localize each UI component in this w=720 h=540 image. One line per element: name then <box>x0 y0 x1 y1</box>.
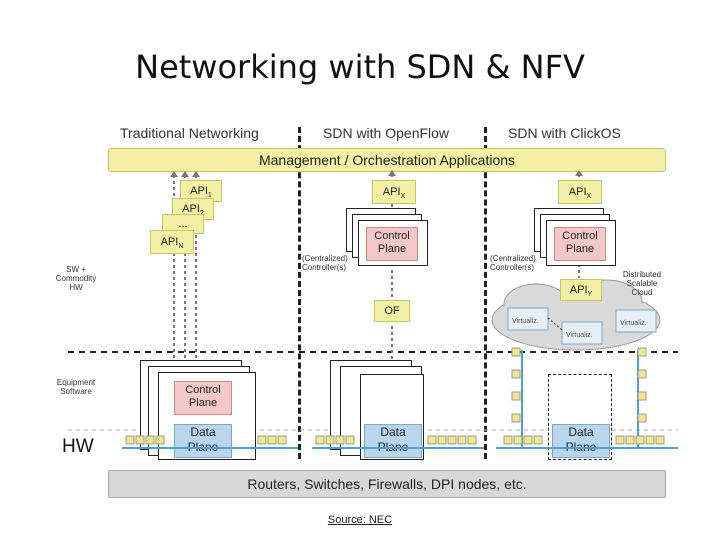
api-n-sub: N <box>178 243 184 251</box>
clickos-api-x-sub: X <box>586 193 592 201</box>
clickos-api-y-label: API <box>569 284 588 296</box>
openflow-api-x-label: API <box>382 186 401 198</box>
cloud-virt-2: Virtualiz. <box>566 332 593 339</box>
cloud-virt-1: Virtualiz. <box>512 318 539 325</box>
openflow-ports <box>312 435 484 449</box>
hw-label: HW <box>62 436 94 457</box>
openflow-of-box: OF <box>374 300 410 322</box>
api-1-sub: 1 <box>207 192 212 200</box>
clickos-api-x-label: API <box>568 186 587 198</box>
api-2-label: API <box>182 203 200 215</box>
cloud-icon <box>491 279 661 351</box>
clickos-controller-label: (Centralized) Controller(s) <box>490 254 536 272</box>
sw-hw-divider <box>68 351 678 353</box>
openflow-control-plane: Control Plane <box>366 227 418 261</box>
cloud-label: Distributed Scalable Cloud <box>622 270 662 297</box>
openflow-api-x-sub: X <box>400 193 406 201</box>
column-header-openflow: SDN with OpenFlow <box>323 125 450 141</box>
openflow-controller-label: (Centralized) Controller(s) <box>302 254 348 272</box>
traditional-ports <box>122 435 298 449</box>
clickos-api-y-box: APIY <box>560 279 602 301</box>
management-bar: Management / Orchestration Applications <box>108 148 666 172</box>
column-divider <box>298 127 301 459</box>
cloud-virt-3: Virtualiz. <box>620 320 647 327</box>
api-n-box: APIN <box>150 230 194 254</box>
page-title: Networking with SDN & NFV <box>135 48 585 86</box>
column-header-clickos: SDN with ClickOS <box>508 125 621 141</box>
openflow-api-x-box: APIX <box>372 180 416 204</box>
device-types-bar: Routers, Switches, Firewalls, DPI nodes,… <box>108 470 666 498</box>
api-2-sub: 2 <box>200 210 204 217</box>
openflow-of-label: OF <box>384 305 400 317</box>
clickos-api-x-box: APIX <box>558 180 602 204</box>
api-dots: ... <box>178 218 188 230</box>
traditional-data-plane: Data Plane <box>174 424 232 458</box>
equipment-software-label: Equipment Software <box>56 378 96 396</box>
api-1-label: API <box>190 185 208 197</box>
clickos-control-plane: Control Plane <box>554 227 606 261</box>
traditional-control-plane: Control Plane <box>174 381 232 415</box>
api-n-label: API <box>160 236 179 248</box>
clickos-api-y-sub: Y <box>587 291 593 299</box>
clickos-ports <box>496 347 678 449</box>
column-header-traditional: Traditional Networking <box>120 125 259 141</box>
clickos-arrows <box>575 170 583 278</box>
sw-commodity-label: SW + Commodity HW <box>55 265 97 292</box>
column-divider <box>484 127 487 459</box>
source-link[interactable]: Source: NEC <box>327 514 393 526</box>
api-1-box: API1 <box>180 180 222 202</box>
